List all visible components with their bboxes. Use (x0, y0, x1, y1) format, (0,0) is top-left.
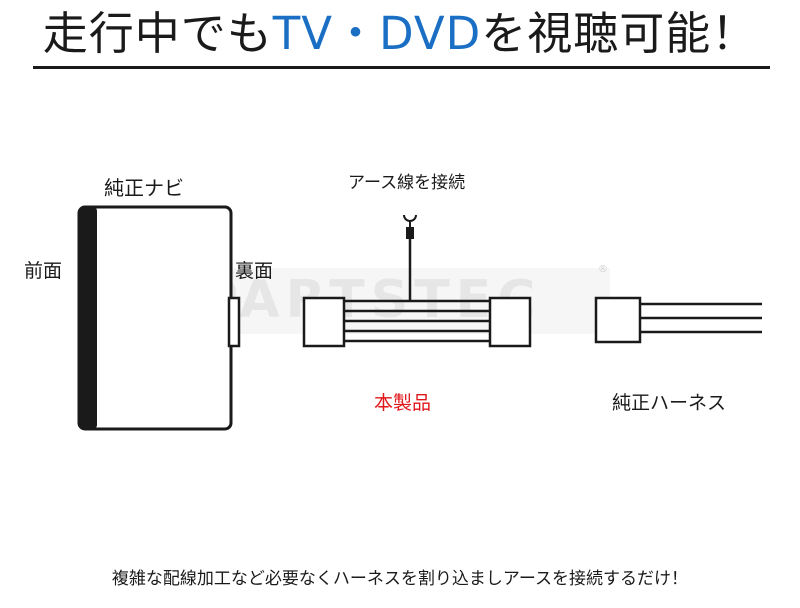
navi-unit-body (77, 205, 233, 431)
title-text-post: を視聴可能！ (481, 7, 758, 60)
oem-harness-label: 純正ハーネス (612, 392, 727, 414)
ground-label: アース線を接続 (348, 173, 466, 193)
navi-label: 純正ナビ (104, 176, 184, 200)
title-text-accent: TV・DVD (272, 7, 482, 60)
oem-harness-wires (640, 302, 762, 334)
product-harness-wires (343, 299, 491, 343)
ground-terminal-sleeve (406, 227, 414, 239)
product-connector-left (302, 296, 346, 348)
footer-caption: 複雑な配線加工など必要なくハーネスを割り込ましアースを接続するだけ！ (111, 569, 689, 589)
front-label: 前面 (24, 260, 63, 282)
page-title: 走行中でもTV・DVDを視聴可能！ (0, 4, 800, 64)
navi-rear-connector (227, 296, 241, 348)
product-label: 本製品 (374, 392, 432, 414)
watermark-registered-mark: ® (598, 264, 608, 275)
back-label: 裏面 (235, 260, 274, 282)
title-text-pre: 走行中でも (42, 7, 273, 60)
navi-unit-front-panel (79, 207, 97, 429)
ground-terminal-ring (403, 214, 417, 222)
title-underline (33, 66, 770, 69)
oem-harness-connector (594, 296, 642, 344)
product-connector-right (488, 296, 532, 348)
